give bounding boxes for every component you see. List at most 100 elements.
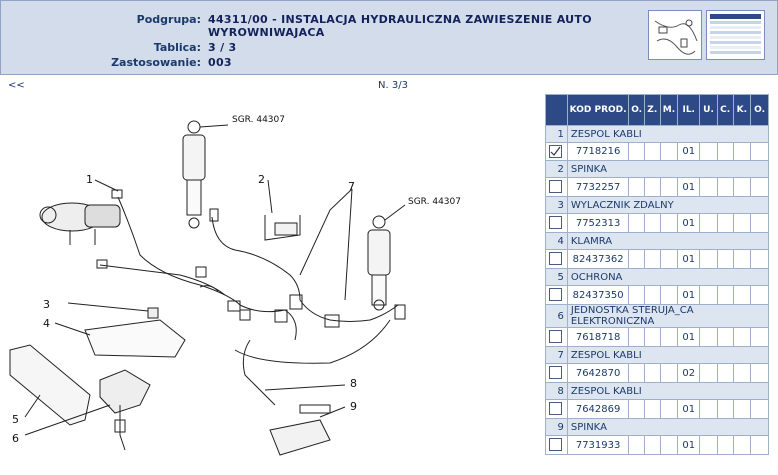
part-code[interactable]: 7752313 xyxy=(566,213,630,233)
part-flag-cell xyxy=(643,327,661,347)
part-checkbox[interactable] xyxy=(549,402,562,415)
part-select-cell xyxy=(545,249,568,269)
callout-9: 9 xyxy=(350,400,357,413)
callout-5: 5 xyxy=(12,413,19,426)
header-z: Z. xyxy=(643,94,661,126)
part-checkbox[interactable] xyxy=(549,438,562,451)
part-code[interactable]: 7732257 xyxy=(566,177,630,197)
table-thumbnail[interactable] xyxy=(706,10,765,60)
header-il: IL. xyxy=(677,94,701,126)
part-checkbox[interactable] xyxy=(549,216,562,229)
parts-table-header: KOD PROD. O. Z. M. IL. U. C. K. O. xyxy=(545,94,769,126)
part-flag-cell xyxy=(628,249,645,269)
part-flag-cell xyxy=(643,363,661,383)
part-flag-cell xyxy=(750,249,769,269)
part-flag-cell xyxy=(699,399,718,419)
part-flag-cell xyxy=(732,435,752,455)
part-checkbox[interactable] xyxy=(549,252,562,265)
part-code-row: 7642869 01 xyxy=(545,399,769,419)
part-flag-cell xyxy=(716,285,734,305)
part-code-row: 7618718 01 xyxy=(545,327,769,347)
part-number: 4 xyxy=(545,232,568,250)
part-quantity: 01 xyxy=(677,435,701,455)
part-flag-cell xyxy=(659,142,679,161)
part-flag-cell xyxy=(750,363,769,383)
diagram-thumbnail-icon xyxy=(654,19,698,55)
part-number: 6 xyxy=(545,304,568,328)
clip-part-9 xyxy=(269,419,331,456)
header-o2: O. xyxy=(750,94,769,126)
part-flag-cell xyxy=(716,213,734,233)
part-flag-cell xyxy=(732,142,752,161)
header-k: K. xyxy=(732,94,752,126)
part-number: 8 xyxy=(545,382,568,400)
header-u: U. xyxy=(699,94,718,126)
part-flag-cell xyxy=(643,213,661,233)
part-quantity: 01 xyxy=(677,177,701,197)
part-code[interactable]: 7642869 xyxy=(566,399,630,419)
part-description: ZESPOL KABLI xyxy=(566,346,770,364)
part-checkbox[interactable] xyxy=(549,180,562,193)
diagram-thumbnail[interactable] xyxy=(648,10,702,60)
cover-part-5 xyxy=(9,344,91,426)
part-flag-cell xyxy=(643,435,661,455)
part-flag-cell xyxy=(732,327,752,347)
back-link[interactable]: << xyxy=(8,80,25,91)
tablica-value: 3 / 3 xyxy=(208,41,237,54)
part-quantity: 01 xyxy=(677,399,701,419)
callout-8: 8 xyxy=(350,377,357,390)
part-select-cell xyxy=(545,363,568,383)
part-quantity: 01 xyxy=(677,249,701,269)
part-flag-cell xyxy=(659,399,679,419)
part-description: OCHRONA xyxy=(566,268,770,286)
part-flag-cell xyxy=(716,399,734,419)
header-panel: Podgrupa: 44311/00 - INSTALACJA HYDRAULI… xyxy=(0,0,778,75)
part-select-cell xyxy=(545,142,568,161)
part-code[interactable]: 7642870 xyxy=(566,363,630,383)
part-flag-cell xyxy=(659,285,679,305)
zastosowanie-label: Zastosowanie: xyxy=(111,56,201,69)
part-flag-cell xyxy=(659,435,679,455)
part-checkbox[interactable] xyxy=(549,145,562,158)
part-flag-cell xyxy=(643,142,661,161)
part-flag-cell xyxy=(750,142,769,161)
part-code[interactable]: 7618718 xyxy=(566,327,630,347)
callout-3: 3 xyxy=(43,298,50,311)
part-quantity: 01 xyxy=(677,327,701,347)
callout-2: 2 xyxy=(258,173,265,186)
shock-absorber-left xyxy=(182,120,206,229)
part-flag-cell xyxy=(659,327,679,347)
part-code[interactable]: 82437362 xyxy=(566,249,630,269)
part-quantity: 02 xyxy=(677,363,701,383)
part-code[interactable]: 7718216 xyxy=(566,142,630,161)
part-code-row: 7642870 02 xyxy=(545,363,769,383)
part-flag-cell xyxy=(716,177,734,197)
part-number: 3 xyxy=(545,196,568,214)
part-checkbox[interactable] xyxy=(549,330,562,343)
part-flag-cell xyxy=(732,363,752,383)
table-thumbnail-icon xyxy=(710,14,761,54)
part-description: SPINKA xyxy=(566,160,770,178)
part-flag-cell xyxy=(628,285,645,305)
checkmark-icon xyxy=(550,146,561,156)
part-number: 7 xyxy=(545,346,568,364)
part-checkbox[interactable] xyxy=(549,288,562,301)
callout-7: 7 xyxy=(348,180,355,193)
part-description: ZESPOL KABLI xyxy=(566,125,770,143)
callout-1: 1 xyxy=(86,173,93,186)
header-code: KOD PROD. xyxy=(566,94,630,126)
part-select-cell xyxy=(545,435,568,455)
podgrupa-value-line2: WYROWNIWAJACA xyxy=(208,26,325,39)
part-select-cell xyxy=(545,399,568,419)
part-code[interactable]: 82437350 xyxy=(566,285,630,305)
part-checkbox[interactable] xyxy=(549,366,562,379)
part-code[interactable]: 7731933 xyxy=(566,435,630,455)
part-description: JEDNOSTKA STERUJA_CA ELEKTRONICZNA xyxy=(566,304,770,328)
